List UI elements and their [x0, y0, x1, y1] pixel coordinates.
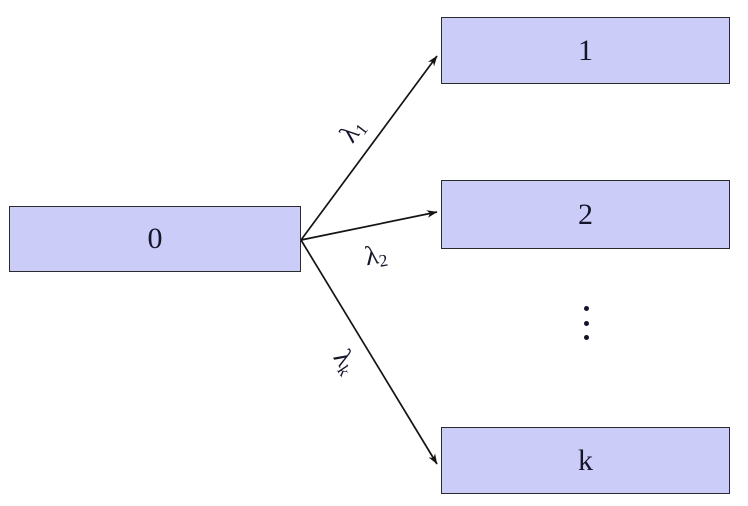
node-target-k-label: k	[578, 443, 593, 477]
edge-lambda-2-line	[300, 210, 438, 241]
edge-label-lambda-2: λ2	[362, 238, 389, 274]
edge-lambda-1-line	[300, 55, 438, 241]
node-source-0[interactable]: 0	[9, 206, 301, 272]
ellipsis-dot	[583, 306, 589, 311]
node-target-1-label: 1	[578, 33, 593, 67]
node-source-0-label: 0	[147, 222, 163, 255]
node-target-k[interactable]: k	[441, 427, 730, 494]
edge-label-lambda-2-subscript: 2	[377, 250, 390, 271]
node-target-2-label: 2	[578, 197, 593, 231]
edge-label-lambda-1: λ1	[333, 112, 372, 149]
ellipsis-dot	[583, 335, 589, 340]
vertical-ellipsis-icon	[582, 306, 590, 340]
edge-label-lambda-k: λk	[325, 344, 364, 380]
ellipsis-dot	[583, 320, 589, 326]
node-target-1[interactable]: 1	[441, 17, 730, 84]
node-target-2[interactable]: 2	[441, 180, 730, 249]
